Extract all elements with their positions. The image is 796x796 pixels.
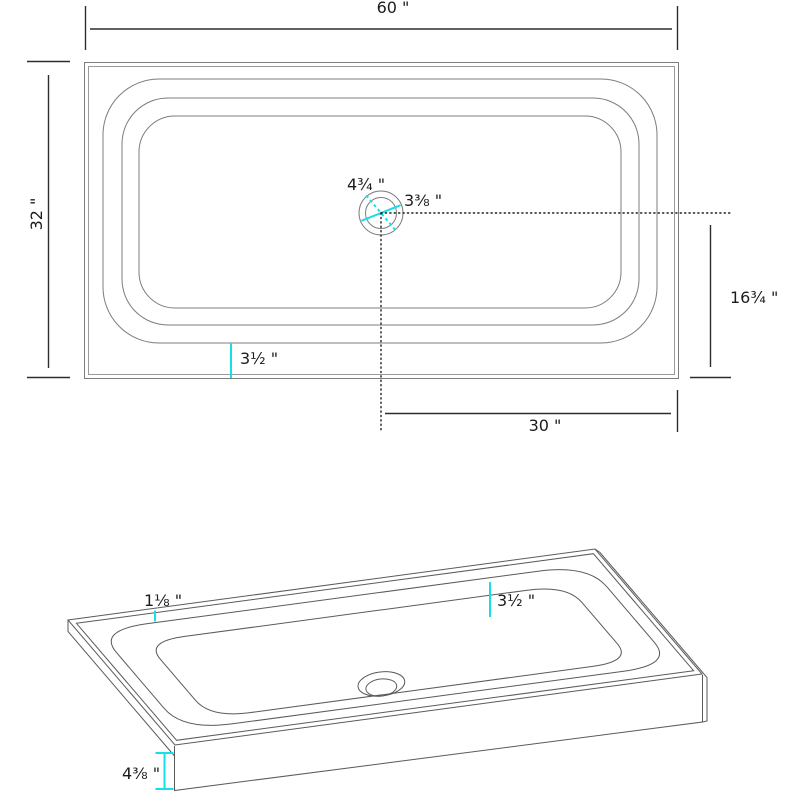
- dim-drain-offset-right: 16¾ ": [690, 225, 778, 379]
- drain-outer-diameter-label: 4¾ ": [347, 175, 385, 194]
- iso-view: [67, 548, 708, 792]
- front-rim-label: 3½ ": [240, 349, 278, 368]
- iso-drain: [357, 671, 406, 697]
- basin-floor-outline: [138, 115, 622, 309]
- back-rim-label: 1⅛ ": [144, 591, 182, 610]
- iso-lip-line: [75, 553, 695, 741]
- pan-outer-edge: [84, 62, 679, 379]
- iso-view-dimensions: 1⅛ " 3½ " 4⅜ ": [122, 582, 535, 790]
- iso-drain-inner: [365, 678, 398, 697]
- iso-basin-rim: [110, 569, 660, 726]
- drain-inner-circle: [365, 197, 397, 229]
- dim-drain-offset-bottom-label: 30 ": [529, 416, 562, 435]
- base-height-label: 4⅜ ": [122, 764, 160, 783]
- dim-height: 32 ": [27, 60, 70, 379]
- dim-drain-offset-bottom: 30 ": [385, 390, 679, 435]
- top-view-dimensions: 60 " 32 " 30 " 16¾ " 4¾ " 3⅜ " 3½ ": [27, 0, 778, 435]
- iso-top-surface: [67, 548, 703, 746]
- iso-front-skirt: [174, 675, 703, 792]
- dim-back-rim: 1⅛ ": [144, 591, 182, 622]
- iso-right-edge: [594, 548, 708, 723]
- dim-height-label: 32 ": [27, 198, 46, 231]
- pan-inner-edge: [88, 66, 675, 375]
- iso-basin-floor: [155, 588, 622, 715]
- iso-left-edge: [67, 620, 175, 757]
- dim-front-rim: 3½ ": [230, 343, 278, 378]
- basin-slope-outline: [121, 97, 640, 326]
- drain-inner-diameter-label: 3⅜ ": [404, 191, 442, 210]
- dim-drain-offset-right-label: 16¾ ": [730, 288, 778, 307]
- dim-width: 60 ": [84, 0, 679, 50]
- iso-drain-outer: [357, 671, 406, 697]
- side-rim-label: 3½ ": [497, 591, 535, 610]
- rim-outline: [102, 78, 658, 344]
- dim-side-rim: 3½ ": [489, 582, 535, 617]
- top-view: [84, 62, 732, 434]
- drain-outer-diameter-mark: [365, 194, 397, 232]
- dim-width-label: 60 ": [377, 0, 410, 17]
- dim-base-height: 4⅜ ": [122, 752, 174, 790]
